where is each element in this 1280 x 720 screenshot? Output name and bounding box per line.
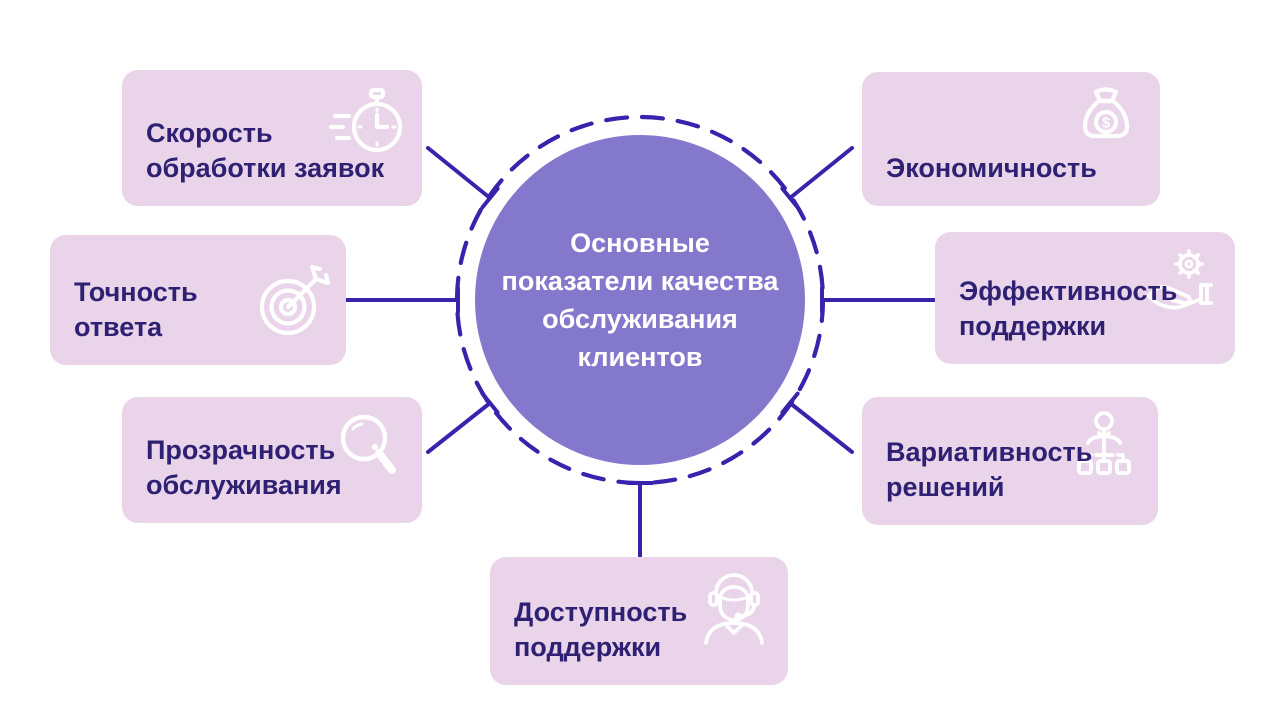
connector-line <box>788 146 854 200</box>
central-title: Основные показатели качества обслуживани… <box>501 228 779 372</box>
node-accuracy: Точность ответа <box>50 235 346 365</box>
connector-line <box>426 401 492 454</box>
node-label: Точность ответа <box>74 277 198 342</box>
node-transparency: Прозрачность обслуживания <box>122 397 422 523</box>
node-economy: $ Экономичность <box>862 72 1160 206</box>
target-arrow-icon <box>252 259 332 339</box>
node-label: Прозрачность обслуживания <box>146 435 342 500</box>
central-node: Основные показатели качества обслуживани… <box>475 135 805 465</box>
node-label: Вариативность решений <box>886 437 1093 502</box>
person-hierarchy-icon <box>1064 409 1144 489</box>
connector-cap <box>480 391 500 415</box>
node-variability: Вариативность решений <box>862 397 1158 525</box>
node-effectiveness: Эффективность поддержки <box>935 232 1235 364</box>
connector-line <box>426 146 492 200</box>
stopwatch-icon <box>328 82 408 162</box>
node-speed: Скорость обработки заявок <box>122 70 422 206</box>
magnifier-icon <box>328 409 408 489</box>
connector-cap <box>780 391 800 415</box>
connector-line <box>788 401 854 454</box>
support-agent-icon <box>694 573 774 653</box>
svg-text:$: $ <box>1102 115 1111 132</box>
money-bag-icon: $ <box>1066 84 1146 164</box>
connector-cap <box>480 186 500 210</box>
node-label: Скорость обработки заявок <box>146 118 385 183</box>
node-label: Экономичность <box>886 153 1097 183</box>
hand-gear-icon <box>1141 244 1221 324</box>
node-label: Доступность поддержки <box>514 597 688 662</box>
connector-cap <box>780 186 800 210</box>
node-label: Эффективность поддержки <box>959 276 1178 341</box>
node-availability: Доступность поддержки <box>490 557 788 685</box>
